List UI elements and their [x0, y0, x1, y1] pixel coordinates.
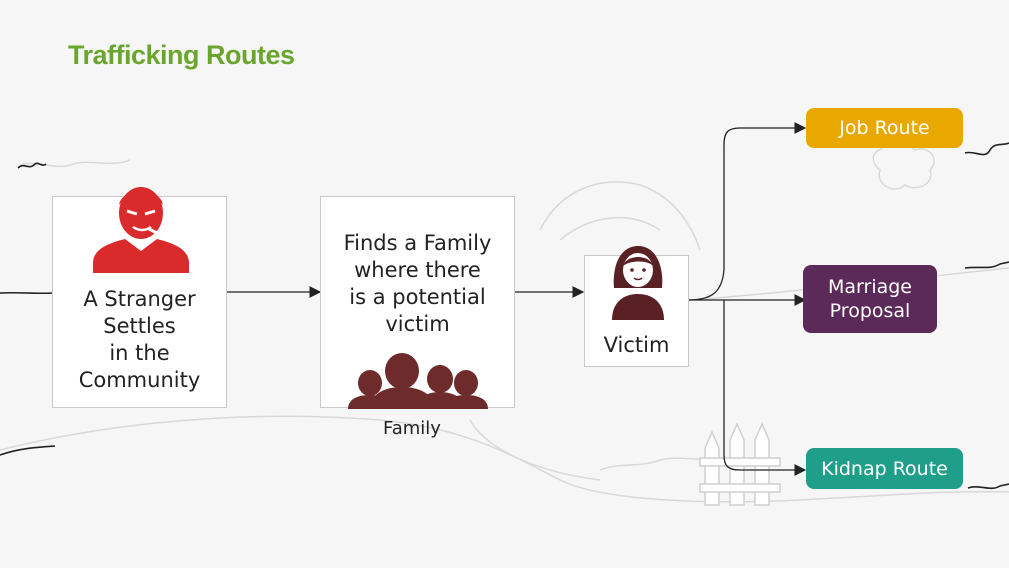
fence-sketch [699, 422, 781, 506]
marriage-proposal-box: Marriage Proposal [803, 265, 937, 333]
family-node: Finds a Family where there is a potentia… [320, 196, 515, 409]
stranger-label-line: Community [78, 368, 201, 392]
family-group-icon [348, 353, 488, 409]
victim-node: Victim [584, 246, 689, 367]
dark-scribbles [0, 142, 1009, 490]
slide-title: Trafficking Routes [68, 40, 295, 70]
family-label-line: Finds a Family [343, 231, 492, 255]
family-label-line: where there [354, 258, 481, 282]
connector-victim-trunk [687, 122, 807, 301]
kidnap-route-box: Kidnap Route [806, 448, 963, 489]
stranger-label-line: Settles [103, 314, 176, 338]
victim-person-icon [612, 246, 664, 320]
family-label-line: is a potential [349, 285, 486, 309]
connectors [227, 122, 807, 476]
connector-to-kidnap [723, 300, 807, 476]
stranger-node: A Stranger Settles in the Community [52, 187, 227, 408]
stranger-label-line: in the [109, 341, 170, 365]
family-caption: Family [383, 418, 441, 439]
stranger-label-line: A Stranger [83, 287, 196, 311]
family-label-line: victim [385, 312, 450, 336]
kidnap-route-label: Kidnap Route [821, 457, 948, 480]
job-route-label: Job Route [839, 117, 930, 139]
victim-label: Victim [603, 333, 670, 357]
stranger-person-icon [93, 187, 189, 273]
marriage-proposal-label: Marriage Proposal [828, 276, 912, 322]
job-route-box: Job Route [806, 108, 963, 148]
